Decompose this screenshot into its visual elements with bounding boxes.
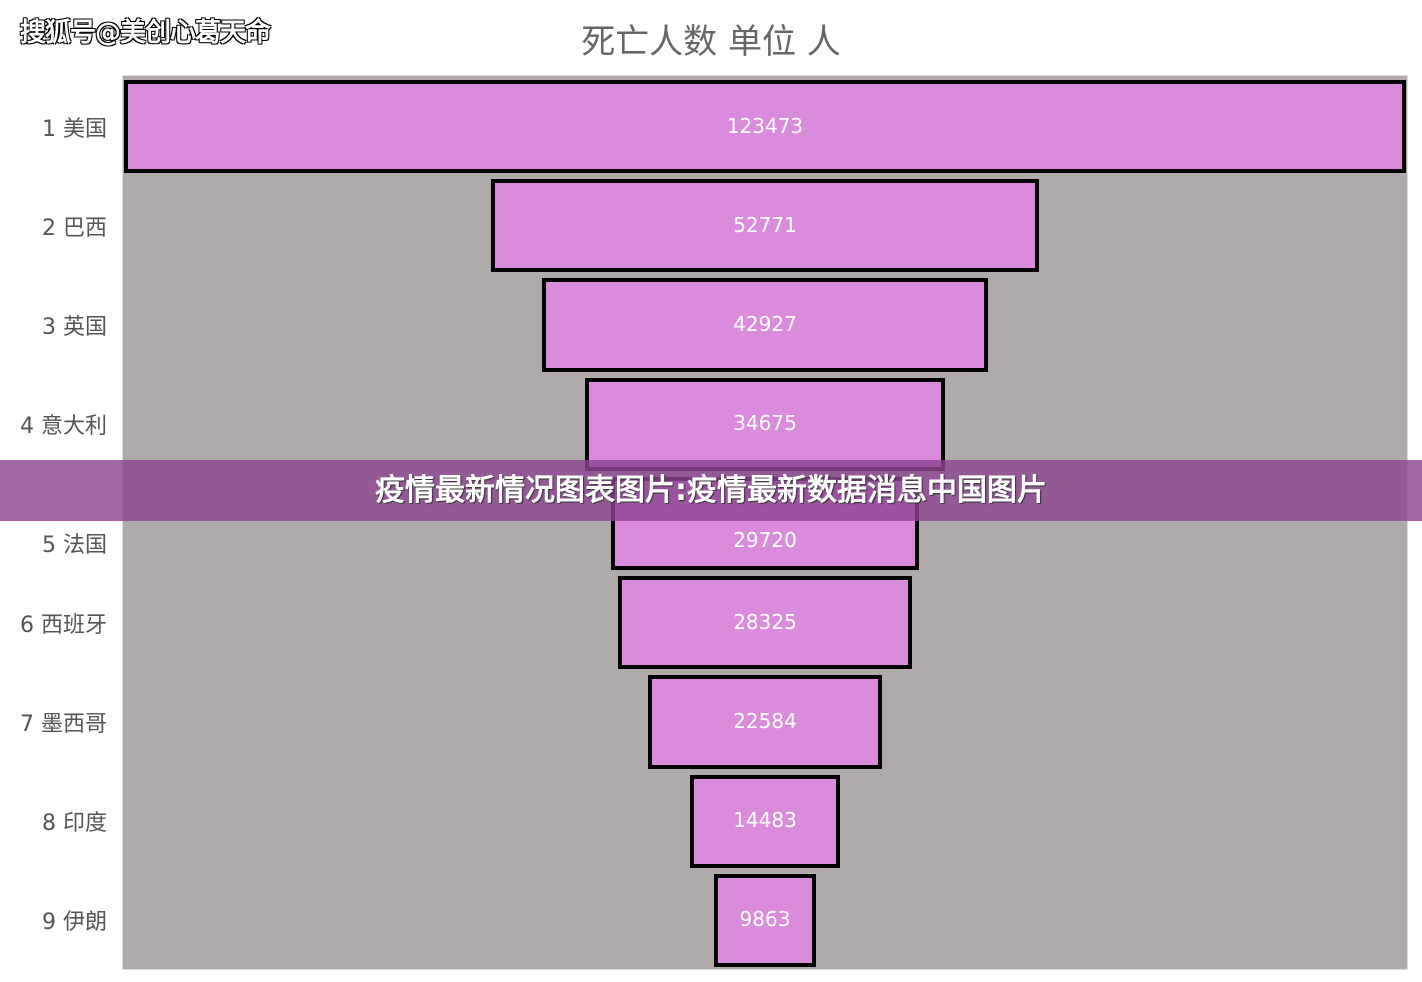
category-label: 9 伊朗	[42, 910, 107, 936]
category-label: 5 法国	[42, 533, 107, 558]
plot-area: 123473 52771 42927 34675 29720 28325 22584 1448…	[122, 75, 1408, 970]
funnel-bar	[542, 278, 988, 372]
chart-title: 死亡人数 单位 人	[581, 22, 841, 62]
data-label: 29720	[733, 528, 797, 552]
funnel-bar	[124, 80, 1406, 174]
funnel-bar	[584, 377, 945, 471]
funnel-bar	[713, 873, 817, 967]
data-label: 22584	[733, 708, 797, 733]
category-label: 2 巴西	[42, 215, 107, 241]
category-label: 7 墨西哥	[20, 711, 107, 737]
funnel-bar	[491, 179, 1039, 273]
category-label: 4 意大利	[20, 414, 107, 440]
funnel-bar	[689, 774, 841, 868]
category-label: 8 印度	[42, 811, 107, 837]
data-label: 42927	[733, 312, 797, 337]
watermark: 搜狐号@美创心葛天命	[20, 18, 271, 48]
category-label: 6 西班牙	[20, 612, 107, 638]
category-label: 3 英国	[42, 315, 107, 341]
data-label: 34675	[733, 411, 797, 436]
category-label: 1 美国	[42, 116, 107, 142]
banner-caption: 疫情最新情况图表图片:疫情最新数据消息中国图片	[0, 460, 1422, 521]
data-label: 9863	[739, 907, 791, 932]
funnel-bar	[617, 576, 913, 670]
data-label: 28325	[733, 609, 797, 634]
data-label: 123473	[726, 113, 804, 138]
data-label: 14483	[733, 808, 797, 833]
data-label: 52771	[733, 212, 797, 237]
funnel-bar	[647, 675, 883, 769]
